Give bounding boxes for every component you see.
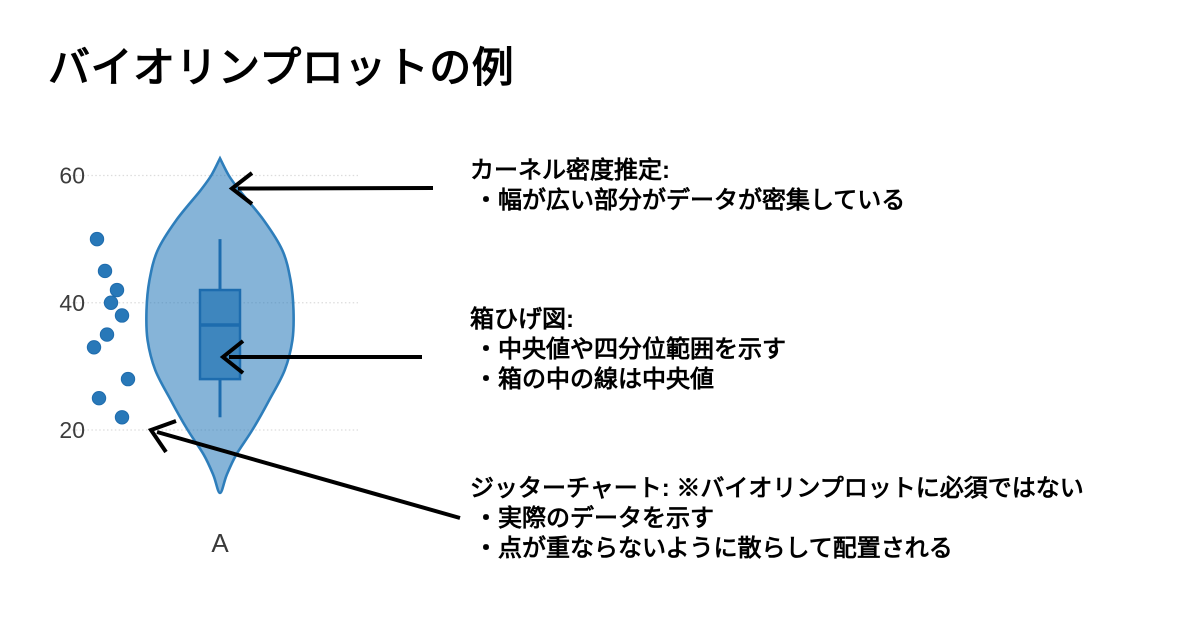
jitter-annotation: ジッターチャート: ※バイオリンプロットに必須ではない ・実際のデータを示す ・…	[470, 474, 1084, 564]
inner-box-plot	[198, 288, 242, 381]
jitter-point-33	[86, 340, 102, 355]
jitter-point-42	[109, 282, 125, 298]
jitter-point-35	[99, 327, 115, 342]
jitter-annotation-heading: ジッターチャート: ※バイオリンプロットに必須ではない	[470, 475, 1084, 502]
y-tick-label-20: 20	[59, 417, 85, 443]
jitter-point-50	[89, 231, 105, 247]
boxplot-annotation-bullet-1: ・中央値や四分位範囲を示す	[474, 336, 786, 363]
x-axis-label: A	[211, 528, 229, 558]
jitter-point-45	[97, 263, 113, 279]
violin-chart: 60 40 20A	[59, 155, 358, 558]
y-tick-label-40: 40	[59, 290, 85, 316]
jitter-point-28	[120, 371, 136, 387]
kde-annotation-heading: カーネル密度推定:	[470, 157, 670, 184]
page-title: バイオリンプロットの例	[48, 44, 515, 91]
kde-annotation-bullet: ・幅が広い部分がデータが密集している	[474, 187, 906, 214]
jitter-annotation-bullet-1: ・実際のデータを示す	[474, 505, 714, 532]
jitter-point-40	[103, 295, 119, 310]
jitter-annotation-bullet-2: ・点が重ならないように散らして配置される	[474, 535, 953, 562]
boxplot-annotation-bullet-2: ・箱の中の線は中央値	[474, 366, 714, 393]
kde-annotation: カーネル密度推定: ・幅が広い部分がデータが密集している	[470, 156, 905, 216]
jitter-point-38	[114, 308, 130, 323]
y-tick-label-60: 60	[59, 163, 85, 189]
jitter-point-22	[114, 410, 130, 425]
boxplot-annotation-heading: 箱ひげ図:	[470, 306, 574, 333]
jitter-point-25	[91, 390, 107, 406]
boxplot-annotation: 箱ひげ図: ・中央値や四分位範囲を示す ・箱の中の線は中央値	[470, 305, 786, 395]
